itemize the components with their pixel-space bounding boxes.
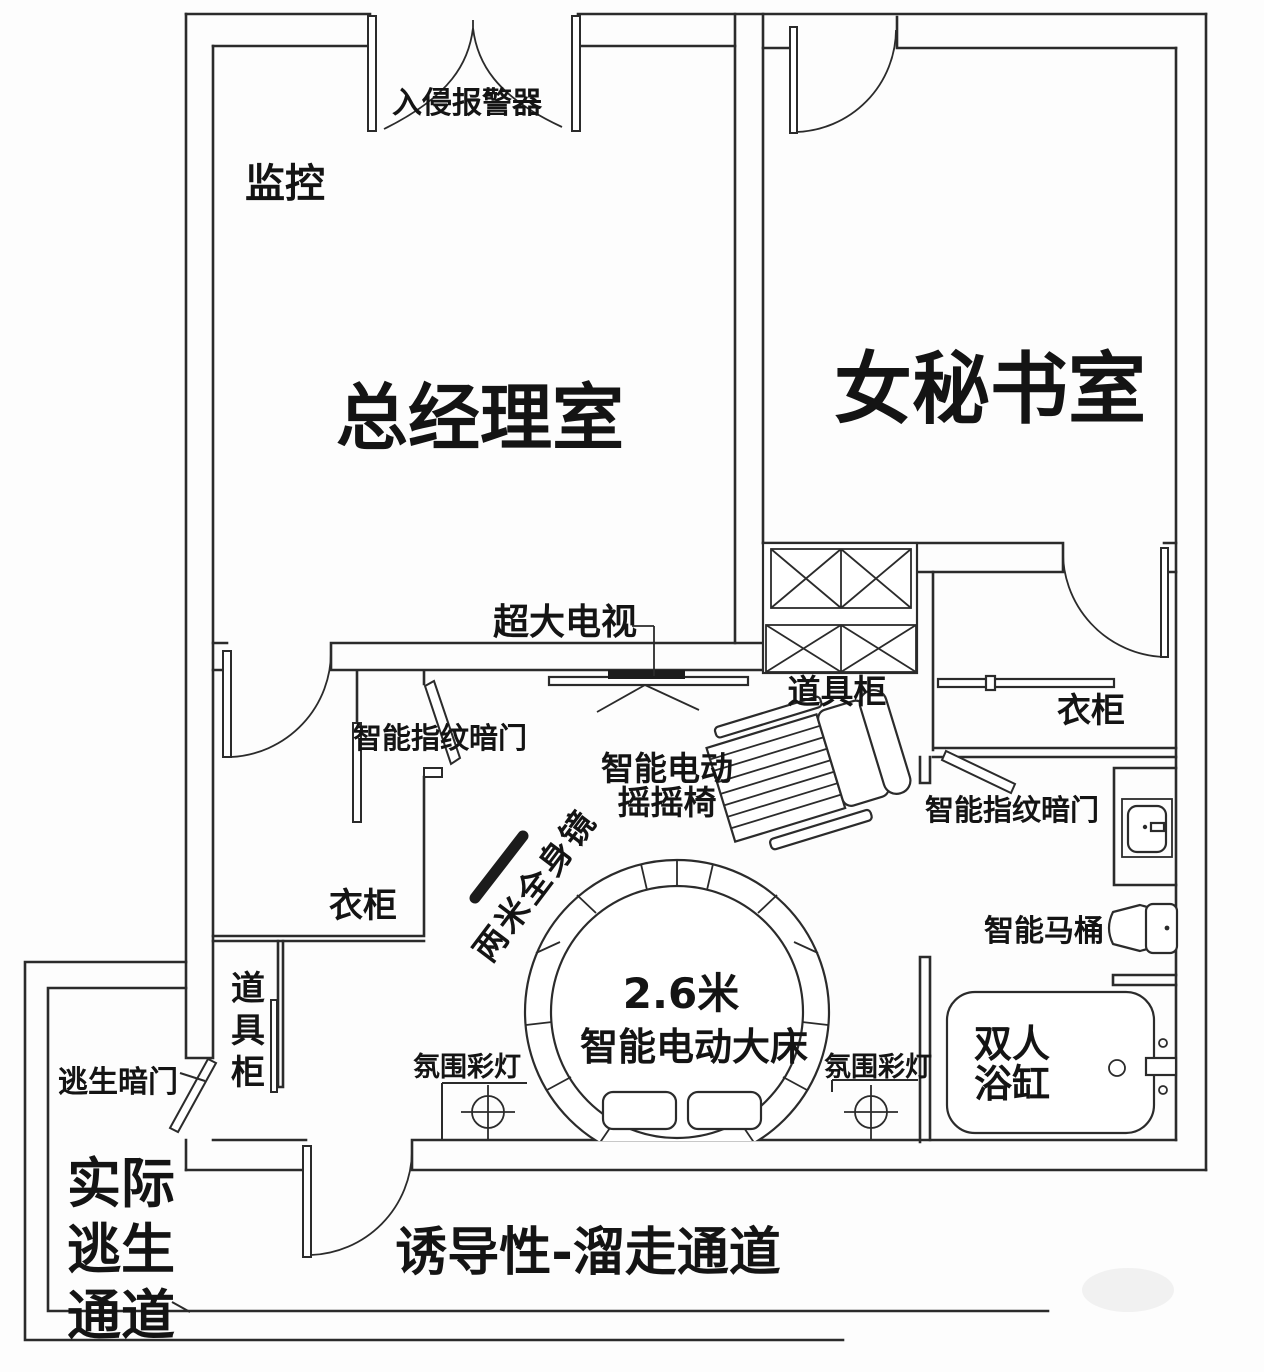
secretary-door-leaf bbox=[789, 26, 798, 134]
escape-passage-line2: 逃生 bbox=[67, 1218, 175, 1281]
entrance-left-jamb bbox=[367, 15, 377, 132]
prop-cabinet-right bbox=[761, 541, 919, 675]
label-escape-passage: 实际 逃生 通道 bbox=[67, 1152, 175, 1347]
bed-pillow-left bbox=[601, 1090, 678, 1131]
corridor-door-arc bbox=[310, 1151, 413, 1256]
label-ambient-light-left: 氛围彩灯 bbox=[413, 1052, 521, 1083]
fingerprint-door-left-leaf bbox=[423, 679, 462, 766]
ambient-light-left bbox=[461, 1085, 515, 1139]
gm-closet-door-arc bbox=[230, 650, 332, 758]
bed-ring-segments bbox=[525, 860, 829, 1141]
watermark-smudge bbox=[1082, 1268, 1174, 1312]
bed-pillow-right bbox=[686, 1090, 763, 1131]
label-prop-cabinet-left: 道 具 柜 bbox=[231, 969, 265, 1093]
label-slipaway-passage: 诱导性-溜走通道 bbox=[395, 1223, 781, 1283]
corridor-door-leaf bbox=[302, 1145, 312, 1258]
label-bed-size: 2.6米 bbox=[623, 969, 739, 1018]
label-bathtub-2: 浴缸 bbox=[974, 1062, 1050, 1106]
smart-toilet bbox=[1107, 902, 1179, 955]
escape-door-leader bbox=[179, 1072, 206, 1082]
label-fingerprint-door-left: 智能指纹暗门 bbox=[353, 721, 527, 755]
bathtub bbox=[945, 990, 1178, 1135]
secretary-closet-door-arc bbox=[1062, 547, 1165, 658]
wardrobe-rod-bracket bbox=[984, 674, 997, 692]
room-label-secretary: 女秘书室 bbox=[834, 345, 1146, 435]
fingerprint-door-left-stub bbox=[423, 767, 443, 778]
label-fingerprint-door-right: 智能指纹暗门 bbox=[925, 793, 1099, 827]
prop-cabinet-panel bbox=[270, 999, 278, 1093]
label-giant-tv: 超大电视 bbox=[493, 602, 637, 643]
room-label-gm-office: 总经理室 bbox=[336, 376, 624, 460]
secretary-door-arc bbox=[795, 29, 897, 133]
label-surveillance: 监控 bbox=[245, 161, 325, 207]
gm-closet-door-leaf bbox=[222, 650, 232, 758]
entrance-right-jamb bbox=[571, 15, 581, 132]
label-prop-cabinet-right: 道具柜 bbox=[788, 672, 887, 711]
full-mirror bbox=[469, 830, 529, 904]
prop-cabinet-left-char1: 道 bbox=[231, 969, 265, 1009]
sink bbox=[1121, 798, 1173, 858]
label-bed-name: 智能电动大床 bbox=[580, 1025, 808, 1069]
smart-bed bbox=[523, 858, 831, 1141]
label-ambient-light-right: 氛围彩灯 bbox=[824, 1052, 932, 1083]
rocking-chair bbox=[705, 689, 912, 851]
label-escape-door: 逃生暗门 bbox=[58, 1065, 178, 1100]
doors bbox=[168, 15, 1169, 1258]
secretary-closet-door-leaf bbox=[1160, 547, 1169, 658]
labels: 总经理室 女秘书室 入侵报警器 监控 超大电视 道具柜 衣柜 智能指纹暗门 智能… bbox=[58, 86, 1146, 1347]
fingerprint-door-right-leaf bbox=[940, 749, 1017, 795]
entrance-curtain bbox=[383, 20, 563, 130]
label-smart-toilet: 智能马桶 bbox=[984, 914, 1104, 949]
giant-tv bbox=[547, 625, 750, 713]
prop-cabinet-left-char2: 具 bbox=[231, 1011, 265, 1051]
ambient-light-right bbox=[844, 1085, 898, 1139]
closet-slide-panel bbox=[352, 722, 362, 823]
escape-passage-line3: 通道 bbox=[67, 1284, 175, 1347]
prop-cabinet-left-char3: 柜 bbox=[231, 1053, 265, 1093]
label-wardrobe-right: 衣柜 bbox=[1057, 691, 1125, 731]
escape-passage-leader bbox=[171, 1301, 191, 1313]
wardrobe-rod bbox=[936, 677, 1116, 689]
label-intrusion-alarm: 入侵报警器 bbox=[392, 86, 543, 121]
label-rocking-chair-1: 智能电动 bbox=[601, 749, 733, 788]
furniture bbox=[461, 541, 1179, 1312]
label-rocking-chair-2: 摇摇椅 bbox=[618, 783, 717, 822]
escape-passage-line1: 实际 bbox=[67, 1152, 175, 1215]
label-bathtub-1: 双人 bbox=[974, 1022, 1050, 1066]
escape-door-leaf bbox=[168, 1057, 218, 1134]
label-wardrobe-left: 衣柜 bbox=[329, 886, 397, 926]
